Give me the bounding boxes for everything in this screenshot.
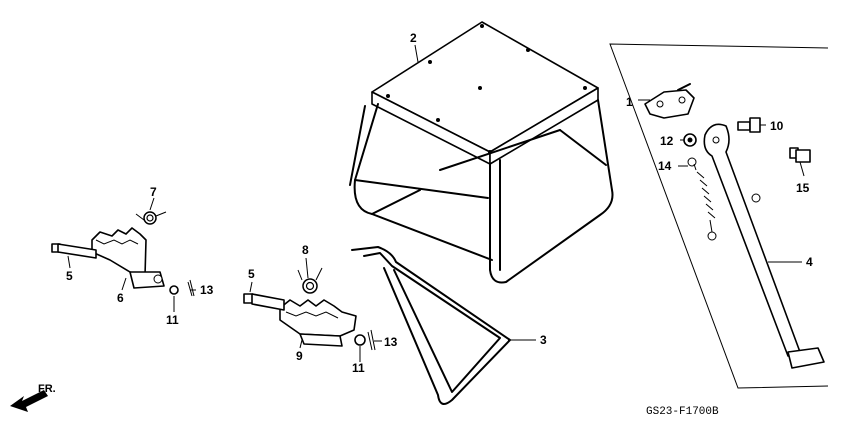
callout-1: 1 (626, 95, 633, 109)
spring-right (297, 267, 323, 294)
pin-left (51, 243, 97, 259)
footpeg-left (91, 227, 165, 289)
callout-15: 15 (796, 181, 810, 195)
callout-3: 3 (540, 333, 547, 347)
footpeg-right (279, 299, 357, 347)
callout-13-right: 13 (384, 335, 398, 349)
callout-4: 4 (806, 255, 813, 269)
callout-6: 6 (117, 291, 124, 305)
callout-2: 2 (410, 31, 417, 45)
front-direction-arrow: FR. (10, 383, 56, 412)
front-direction-label: FR. (38, 383, 56, 395)
cotter-pin-right (367, 329, 376, 351)
spring-14 (687, 157, 717, 241)
callout-11-left: 11 (166, 313, 179, 327)
stand (349, 21, 614, 284)
bolt-10 (737, 117, 761, 133)
callout-12: 12 (660, 134, 674, 148)
kickstand-panel-border (609, 43, 829, 389)
diagram-code: GS23-F1700B (646, 406, 719, 418)
callout-11-right: 11 (352, 361, 365, 375)
leader-lines (67, 44, 805, 362)
callout-7: 7 (150, 185, 157, 199)
callout-8: 8 (302, 243, 309, 257)
bracket-plate (644, 83, 695, 119)
washer-left (169, 285, 179, 295)
cotter-pin-left (187, 279, 195, 297)
washer-right (354, 334, 366, 346)
callout-5-right: 5 (248, 267, 255, 281)
triangle-bracket (351, 246, 511, 405)
callout-13-left: 13 (200, 283, 214, 297)
pin-right (243, 293, 285, 311)
nut-12 (683, 133, 697, 147)
callout-9: 9 (296, 349, 303, 363)
callout-5-left: 5 (66, 269, 73, 283)
callout-10: 10 (770, 119, 784, 133)
callout-14: 14 (658, 159, 672, 173)
spring-left (135, 211, 167, 225)
bolt-15 (789, 147, 811, 163)
kickstand (703, 123, 825, 369)
